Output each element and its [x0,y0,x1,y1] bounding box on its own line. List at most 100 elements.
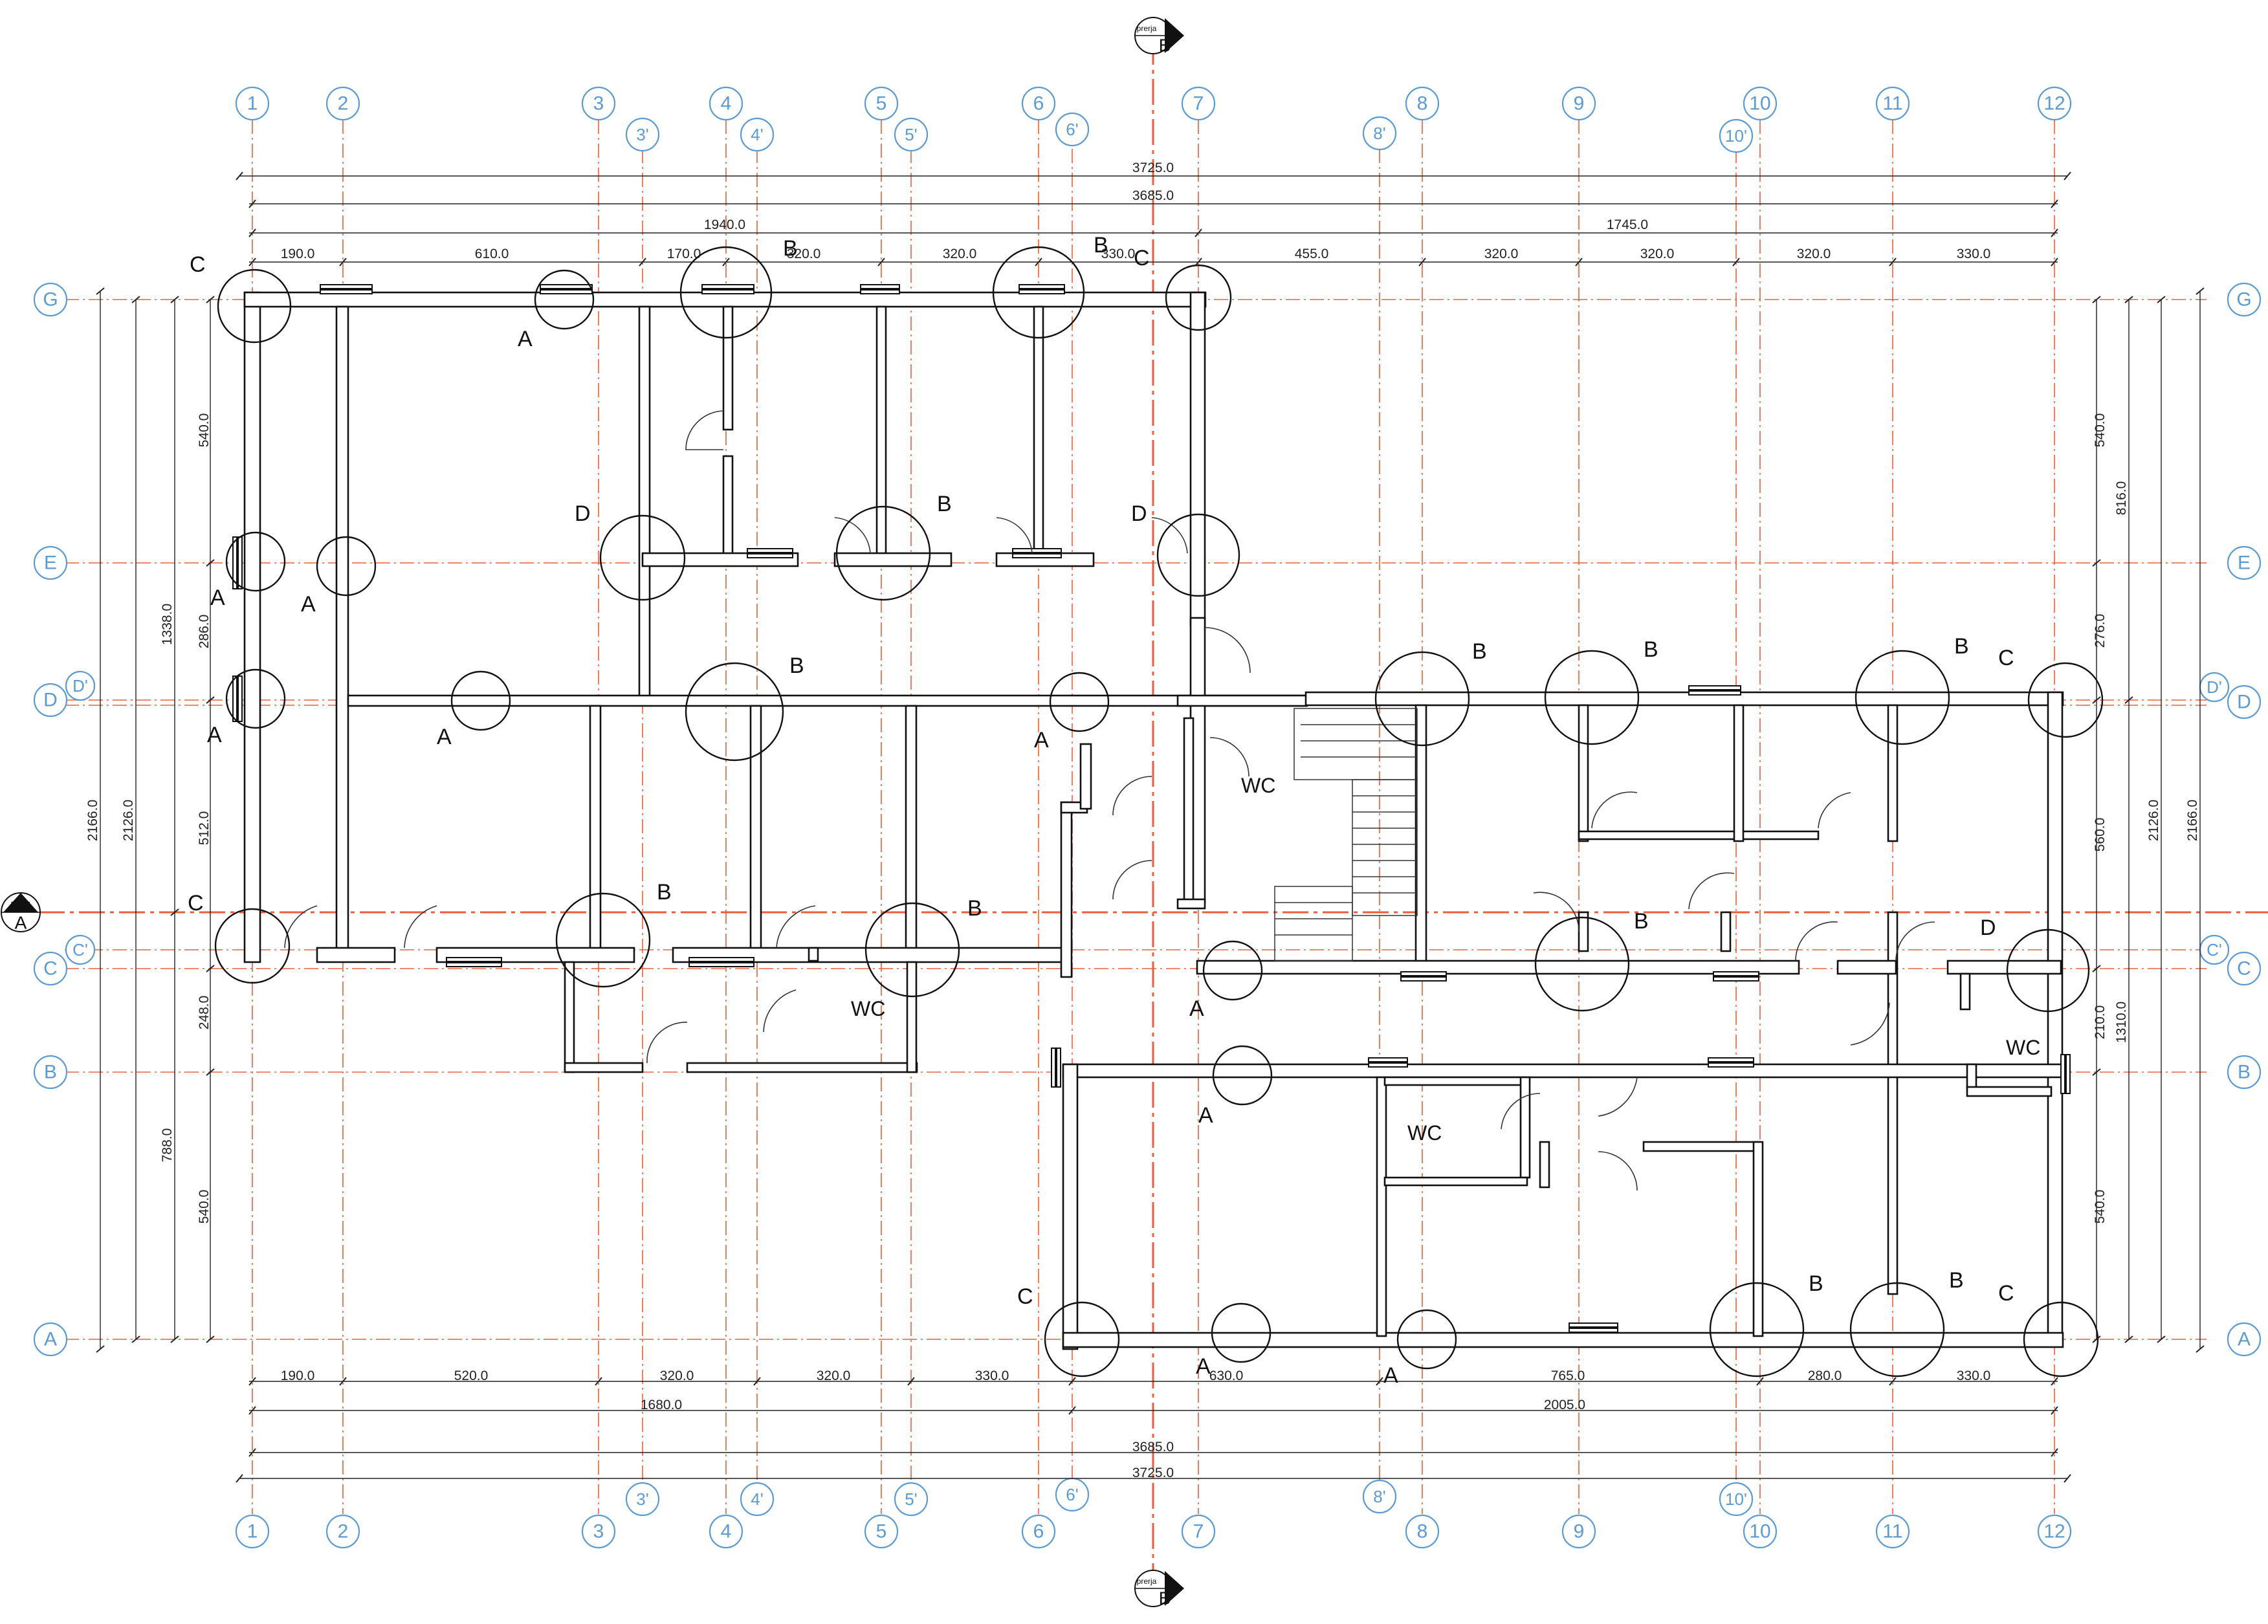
dim-bottom-overall-axis: 3685.0 [1132,1440,1174,1454]
detail-label-a: A [301,592,316,617]
window [2060,1054,2071,1094]
detail-label-a: A [437,725,452,749]
axis-label-12: 12 [2043,93,2065,115]
section-b-label: B [1159,36,1171,56]
section-caption: prerja [11,899,31,908]
dim-top-seg: 610.0 [475,247,509,261]
dim-left-overall-outer: 2166.0 [85,800,100,841]
section-caption: prerja [1137,24,1157,33]
dim-right-seg: 540.0 [2093,1190,2108,1224]
window [747,548,793,558]
dim-bottom-left-block: 1680.0 [641,1398,682,1412]
dim-bottom-seg: 630.0 [1209,1368,1244,1383]
detail-label-b: B [783,236,798,261]
walls [243,291,2064,1350]
axis-label-7: 7 [1193,1521,1204,1542]
axis-label-2: 2 [338,93,349,115]
dim-left-lower-block: 788.0 [160,1128,175,1163]
dim-bottom-seg: 190.0 [281,1368,315,1383]
window [232,675,243,722]
dim-bottom-seg: 330.0 [1957,1368,1991,1383]
axis-label-2: 2 [338,1521,349,1542]
window [1400,971,1447,982]
window [1688,685,1741,696]
dim-top-overall-axis: 3685.0 [1132,188,1174,203]
row-axis-bubbles-right: G E D D' C' C B A [2199,282,2262,1357]
staircase [1274,708,1418,961]
detail-label-a: A [1383,1363,1398,1388]
axis-label-A: A [44,1329,57,1350]
windows [232,284,2071,1333]
axis-label-10-prime: 10' [1725,126,1747,146]
dim-top-seg: 330.0 [1101,247,1136,261]
axis-label-C: C [2237,958,2251,980]
detail-label-b: B [1954,634,1969,659]
detail-label-c: C [188,891,204,916]
section-marker-b-top: prerja B [1134,17,1184,56]
axis-label-7: 7 [1193,93,1204,115]
room-label-wc: WC [2006,1036,2040,1059]
column-axis-bubbles-bottom: 1 2 3 3' 4 4' 5 5' 6 6' 7 8' 8 9 10' 10 … [235,1477,2072,1549]
window [320,284,373,294]
axis-label-6: 6 [1033,1521,1044,1542]
dim-bottom-seg: 520.0 [454,1368,489,1383]
detail-label-d: D [1980,916,1996,940]
axis-label-5: 5 [876,1521,887,1542]
axis-label-3-prime: 3' [636,1489,648,1509]
dim-left-upper-block: 1338.0 [160,604,175,645]
column-axis-bubbles-top: 1 2 3 3' 4 4' 5 5' 6 6' 7 8' 8 9 10' 10 … [235,86,2072,153]
axis-label-A: A [2238,1329,2251,1350]
axis-label-6-prime: 6' [1066,120,1078,139]
detail-label-b: B [1809,1271,1823,1296]
dim-top-seg: 320.0 [1640,247,1675,261]
axis-label-9: 9 [1574,1521,1585,1542]
window [232,536,243,589]
dim-bottom-seg: 320.0 [817,1368,851,1383]
dim-right-seg: 276.0 [2093,614,2108,648]
detail-label-a: A [1198,1103,1213,1128]
section-marker-a-left: prerja A [1,892,41,933]
axis-label-8: 8 [1417,1521,1428,1542]
axis-label-B: B [2238,1062,2251,1083]
detail-label-a: A [210,586,225,610]
dim-top-seg: 455.0 [1295,247,1329,261]
dim-bottom-seg: 320.0 [660,1368,694,1383]
dim-right-upper-block: 816.0 [2114,481,2129,516]
axis-label-5: 5 [876,93,887,115]
dim-bottom-seg: 765.0 [1551,1368,1585,1383]
detail-label-b: B [1472,639,1487,664]
axis-label-B: B [44,1062,57,1083]
dim-left-seg: 512.0 [197,811,212,846]
window [701,284,754,294]
dim-top-overall-outer: 3725.0 [1132,160,1174,175]
axis-label-D-prime: D' [2207,677,2222,697]
axis-label-8: 8 [1417,93,1428,115]
axis-label-D: D [43,690,58,711]
axis-label-11: 11 [1882,93,1902,115]
dim-top-left-block: 1940.0 [704,217,745,232]
window [540,284,593,294]
detail-callouts: C A B B C D B D A A A A B [188,233,2104,1388]
axis-label-1: 1 [247,93,258,115]
detail-label-d: D [575,501,591,526]
axis-label-4-prime: 4' [751,1489,763,1509]
axis-label-8-prime: 8' [1373,1487,1385,1506]
detail-label-b: B [937,492,952,516]
detail-label-c: C [1998,646,2014,670]
detail-label-c: C [190,252,206,277]
dim-left-overall-axis: 2126.0 [121,800,136,841]
axis-label-G: G [43,289,58,311]
dim-top-seg: 330.0 [1957,247,1991,261]
detail-label-b: B [1644,637,1658,662]
detail-label-b: B [789,653,804,678]
axis-label-D: D [2237,692,2251,713]
section-marker-b-bottom: prerja B [1134,1570,1184,1608]
detail-label-a: A [1034,728,1049,752]
axis-label-12: 12 [2043,1521,2065,1542]
window [1051,1048,1061,1088]
dim-left-seg: 286.0 [197,615,212,649]
axis-label-3: 3 [593,1521,604,1542]
axis-label-5-prime: 5' [905,1489,917,1509]
dim-top-seg: 320.0 [787,247,821,261]
dim-bottom-seg: 330.0 [975,1368,1009,1383]
